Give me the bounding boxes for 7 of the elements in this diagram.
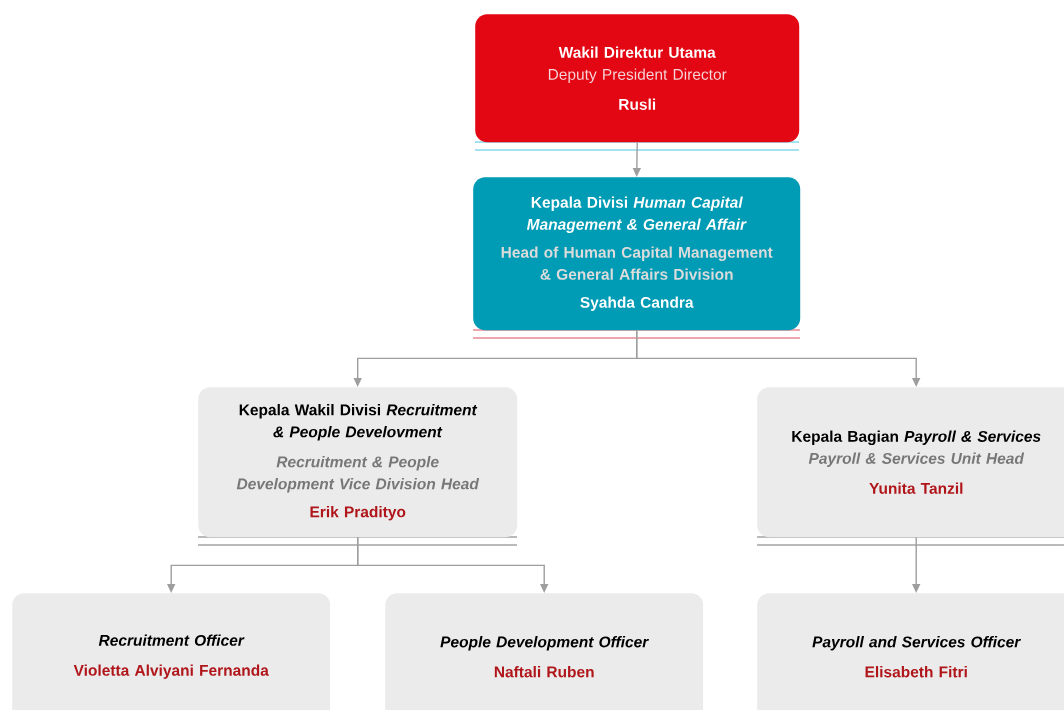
division-box: Kepala Divisi Human Capital Management & General Affair Head of Human Capital Management & General Affairs Division Syahda Candra (473, 177, 801, 331)
unit-box: Kepala Bagian Payroll & Services Payroll & Services Unit Head Yunita Tanzil (757, 387, 1064, 538)
officer-box: Recruitment Officer Violetta Alviyani Fernanda (12, 593, 331, 710)
director-box: Wakil Direktur Utama Deputy President Director Rusli (475, 14, 800, 143)
officer-box: People Development Officer Naftali Ruben (385, 593, 704, 710)
unit-box: Kepala Wakil Divisi Recruitment & People Develovment Recruitment & People Development Vice Division Head Erik Pradityo (198, 387, 518, 538)
officer-box: Payroll and Services Officer Elisabeth Fitri (757, 593, 1064, 710)
